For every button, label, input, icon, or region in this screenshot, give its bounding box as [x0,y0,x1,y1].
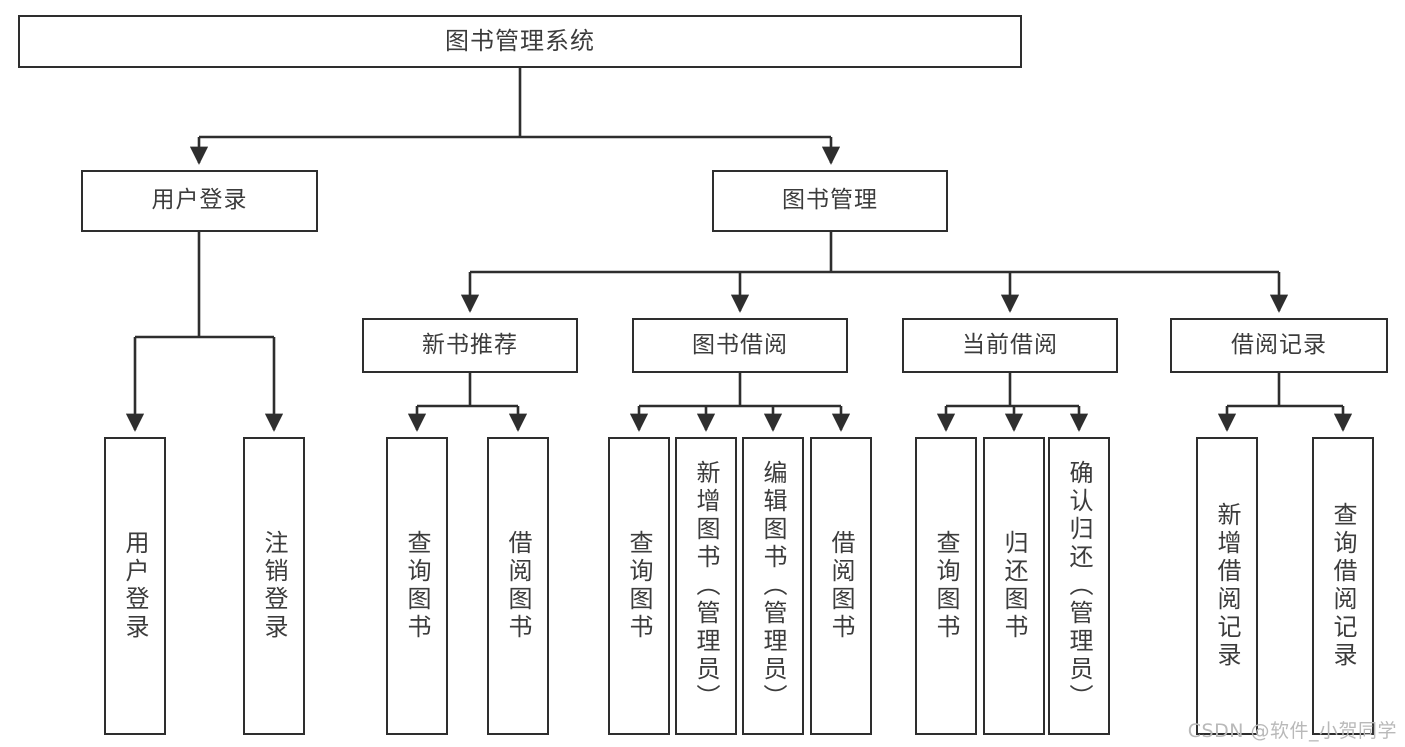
node-leaf-logout-label: 注销登录 [260,530,288,642]
node-borrow-record-label: 借阅记录 [1231,331,1327,358]
node-leaf-add-borrow-record-label: 新增借阅记录 [1213,502,1241,670]
node-leaf-query-book-current[interactable]: 查询图书 [915,437,977,735]
node-current-borrow-label: 当前借阅 [962,331,1058,358]
node-leaf-add-book-admin[interactable]: 新增图书（管理员） [675,437,737,735]
node-leaf-query-book-borrow[interactable]: 查询图书 [608,437,670,735]
node-book-borrow-label: 图书借阅 [692,331,788,358]
node-leaf-confirm-return-admin-label: 确认归还（管理员） [1065,460,1093,712]
node-leaf-borrow-book-label: 借阅图书 [827,530,855,642]
node-root-label: 图书管理系统 [445,27,595,56]
node-book-manage[interactable]: 图书管理 [712,170,948,232]
node-leaf-add-book-admin-label: 新增图书（管理员） [692,460,720,712]
node-leaf-borrow-book-new[interactable]: 借阅图书 [487,437,549,735]
node-leaf-confirm-return-admin[interactable]: 确认归还（管理员） [1048,437,1110,735]
node-leaf-query-book-current-label: 查询图书 [932,530,960,642]
node-leaf-query-book-new-label: 查询图书 [403,530,431,642]
node-user-login[interactable]: 用户登录 [81,170,318,232]
node-leaf-query-borrow-record[interactable]: 查询借阅记录 [1312,437,1374,735]
node-current-borrow[interactable]: 当前借阅 [902,318,1118,373]
node-leaf-add-borrow-record[interactable]: 新增借阅记录 [1196,437,1258,735]
node-leaf-borrow-book-new-label: 借阅图书 [504,530,532,642]
node-leaf-query-book-new[interactable]: 查询图书 [386,437,448,735]
node-leaf-return-book[interactable]: 归还图书 [983,437,1045,735]
node-borrow-record[interactable]: 借阅记录 [1170,318,1388,373]
node-book-manage-label: 图书管理 [782,187,878,214]
node-leaf-user-login-label: 用户登录 [121,530,149,642]
node-user-login-label: 用户登录 [151,187,248,214]
csdn-watermark: CSDN @软件_小贺同学 [1187,720,1397,742]
node-leaf-edit-book-admin[interactable]: 编辑图书（管理员） [742,437,804,735]
node-leaf-user-login[interactable]: 用户登录 [104,437,166,735]
node-book-borrow[interactable]: 图书借阅 [632,318,848,373]
node-leaf-query-borrow-record-label: 查询借阅记录 [1329,502,1357,670]
node-new-book-recommend-label: 新书推荐 [422,331,518,358]
node-leaf-query-book-borrow-label: 查询图书 [625,530,653,642]
node-leaf-borrow-book[interactable]: 借阅图书 [810,437,872,735]
node-new-book-recommend[interactable]: 新书推荐 [362,318,578,373]
node-leaf-return-book-label: 归还图书 [1000,530,1028,642]
node-root[interactable]: 图书管理系统 [18,15,1022,68]
node-leaf-edit-book-admin-label: 编辑图书（管理员） [759,460,787,712]
node-leaf-logout[interactable]: 注销登录 [243,437,305,735]
